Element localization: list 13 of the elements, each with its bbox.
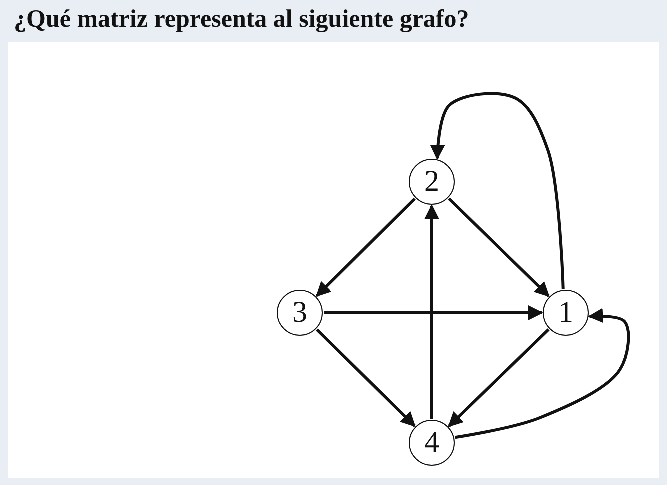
question-title: ¿Qué matriz representa al siguiente grafo? (14, 6, 470, 34)
vertex-label: 4 (424, 428, 440, 458)
arrow (316, 328, 416, 428)
arrow (448, 328, 550, 428)
arrow (324, 306, 544, 320)
arrow (316, 198, 416, 298)
arrow (455, 308, 630, 440)
vertex-label: 2 (424, 167, 440, 197)
vertex-label: 3 (292, 298, 308, 328)
arrow (448, 198, 550, 298)
arrow (424, 204, 440, 419)
vertex-label: 1 (558, 298, 574, 328)
arrow (430, 92, 565, 290)
